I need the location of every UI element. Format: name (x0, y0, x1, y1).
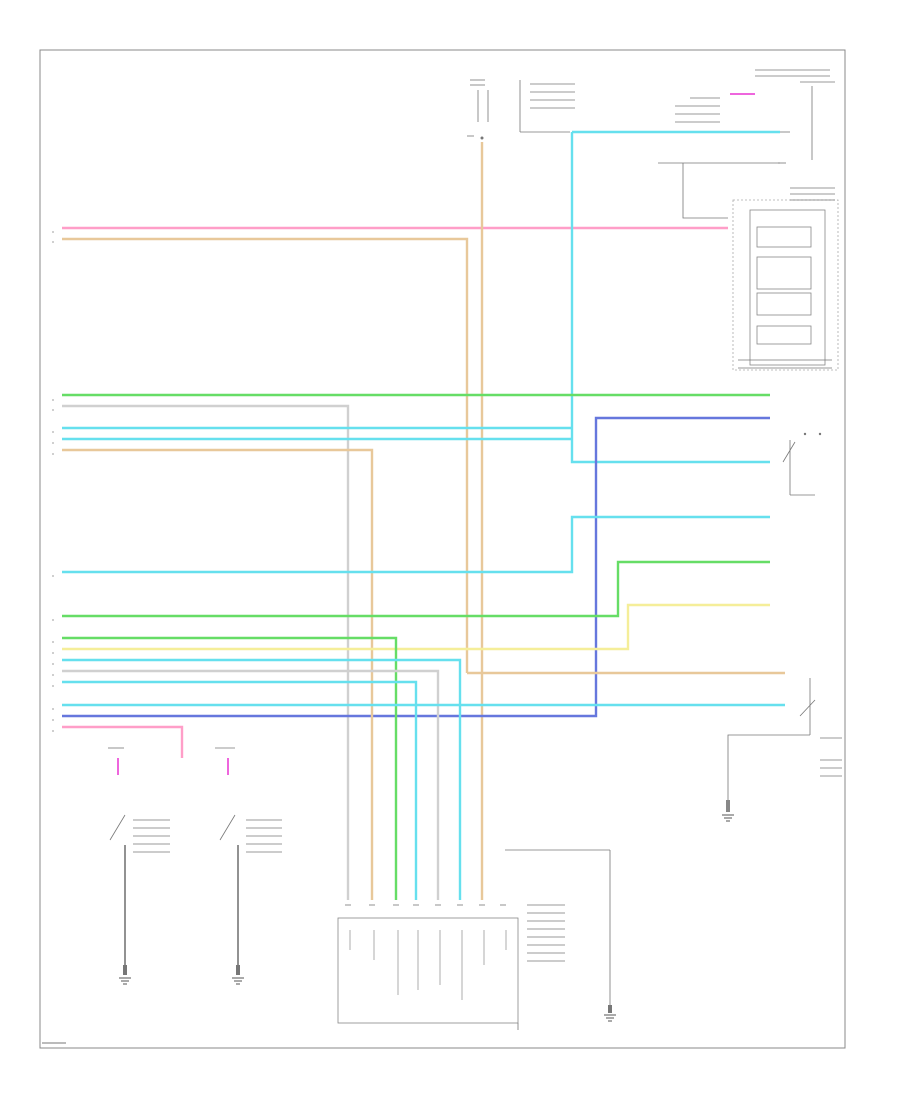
wire-dark-blue (62, 416, 770, 718)
diagram-border (39, 49, 846, 1049)
wire-yellow-1 (62, 603, 770, 651)
cluster-inner-box (749, 209, 826, 366)
ground-icon (604, 1014, 616, 1022)
wire-gray-2 (62, 669, 440, 900)
wire-harness (62, 130, 785, 900)
wire-tan-1 (62, 237, 469, 673)
wire-light-green-1 (62, 560, 770, 618)
fuse-block-top (467, 79, 575, 140)
ground-icon (232, 977, 244, 985)
bottom-control-module (337, 849, 616, 1030)
wire-light-blue-6 (62, 680, 418, 900)
left-switch-1 (108, 747, 170, 985)
left-switch-2 (215, 747, 282, 985)
cluster-dashed-box (732, 199, 839, 371)
left-pin-ticks (52, 231, 54, 732)
ground-icon (722, 814, 734, 822)
wire-light-blue-drop (570, 132, 770, 464)
wire-tan-3 (62, 448, 374, 900)
right-connector-ticks (700, 131, 790, 219)
right-switch-lower (722, 678, 842, 822)
wire-gray-1 (62, 404, 350, 900)
wire-pink-2 (62, 725, 184, 758)
switch-icon (109, 814, 126, 841)
switch-icon (799, 699, 816, 717)
wire-light-blue-5 (62, 658, 462, 900)
module-box (337, 917, 519, 1024)
wire-light-blue-4 (62, 515, 770, 574)
instrument-cluster-block (658, 69, 839, 371)
wire-green-2 (62, 636, 398, 900)
connector-pin-icon (480, 136, 484, 140)
switch-icon (219, 814, 236, 841)
switch-icon (782, 441, 796, 463)
right-switch-upper (782, 432, 822, 496)
ground-icon (119, 977, 131, 985)
